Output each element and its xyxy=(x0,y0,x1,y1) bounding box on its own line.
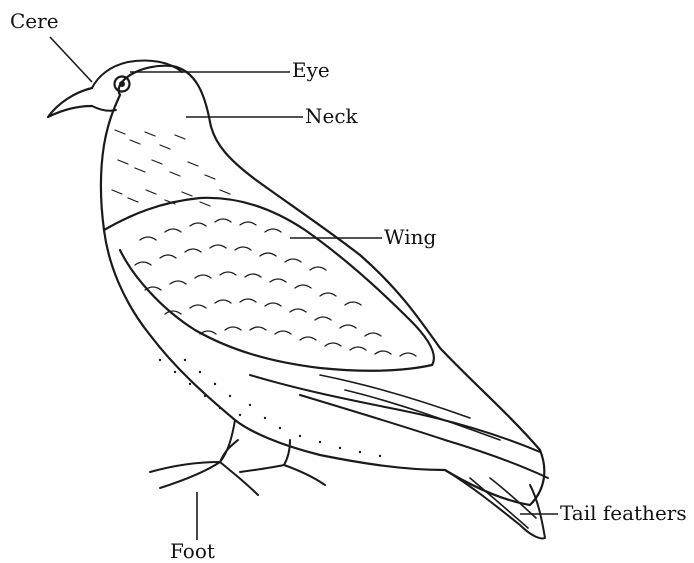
body-outline xyxy=(101,66,544,505)
beak xyxy=(48,88,92,117)
neck-texture xyxy=(112,130,230,206)
label-eye: Eye xyxy=(292,60,330,80)
leader-lines xyxy=(50,37,558,540)
wing-scales xyxy=(135,219,416,356)
belly-texture xyxy=(159,359,381,457)
wing-outline xyxy=(104,198,434,371)
cere-leader xyxy=(50,37,92,82)
foot-drawing xyxy=(150,420,325,495)
label-cere: Cere xyxy=(10,11,59,31)
label-foot: Foot xyxy=(170,541,215,561)
label-tail-feathers: Tail feathers xyxy=(560,503,687,523)
label-wing: Wing xyxy=(384,227,436,247)
label-neck: Neck xyxy=(305,106,358,126)
